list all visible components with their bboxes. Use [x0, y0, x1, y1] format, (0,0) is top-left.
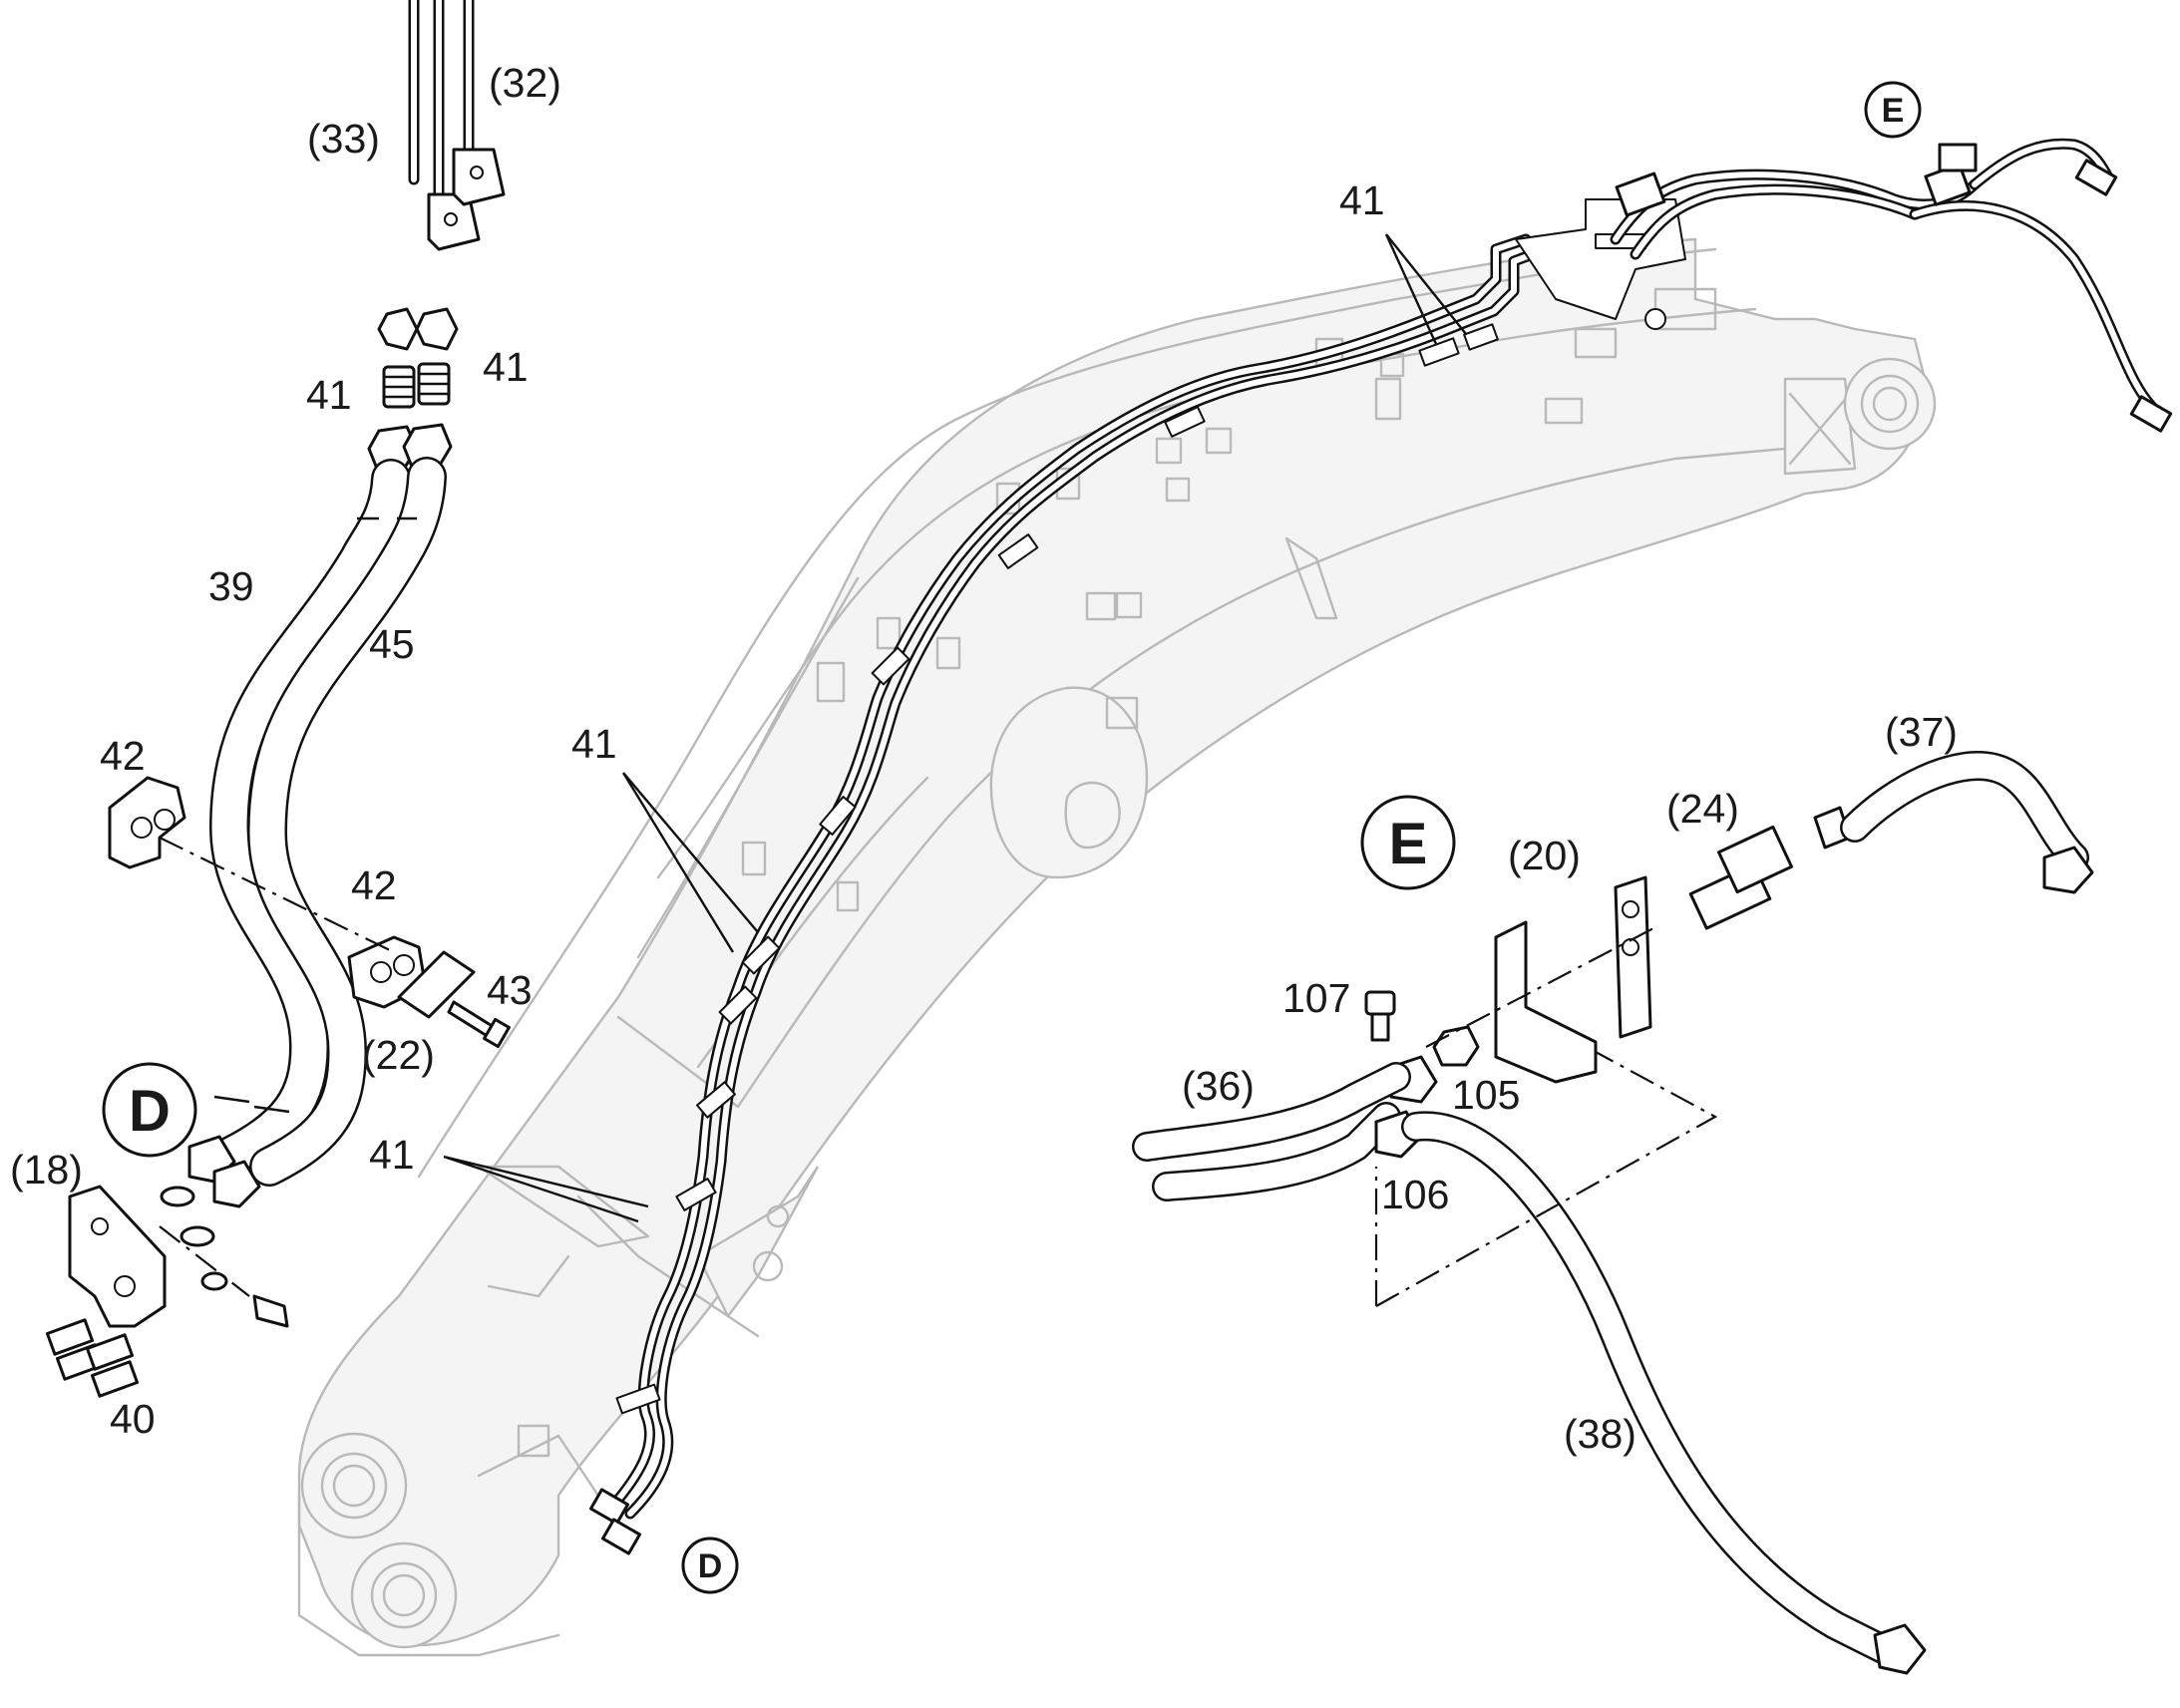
- callout-106: 106: [1381, 1172, 1449, 1217]
- leader-lines: [443, 233, 1467, 1223]
- callout-22: (22): [362, 1032, 435, 1078]
- top-right-hoses: [1610, 138, 2173, 433]
- callout-40: 40: [110, 1396, 156, 1442]
- callout-38: (38): [1564, 1411, 1636, 1457]
- callout-41-tube-left: 41: [306, 372, 352, 418]
- detail-d-parts: [45, 1185, 289, 1398]
- boom-structure: [297, 237, 1937, 1657]
- callout-24: (24): [1666, 786, 1739, 832]
- boom-hydraulic-tubes: [589, 198, 1686, 1555]
- clamp-parts: [108, 776, 511, 1049]
- detail-ref-e-top: E: [1882, 92, 1905, 130]
- callout-105: 105: [1452, 1072, 1520, 1118]
- callout-41-tube-right: 41: [483, 344, 529, 390]
- callout-107: 107: [1282, 975, 1350, 1021]
- detail-reference-markers: D D E E: [102, 81, 1922, 1594]
- callout-45: 45: [369, 621, 415, 667]
- callout-18: (18): [10, 1147, 83, 1193]
- detail-ref-e: E: [1389, 812, 1428, 876]
- callout-41-boom-low: 41: [369, 1132, 415, 1178]
- callout-42-top: 42: [100, 733, 146, 779]
- callout-32: (32): [489, 60, 561, 106]
- callout-43: 43: [487, 967, 533, 1013]
- callout-labels: (32) (33) 41 41 39 45 42 42 43 (22) (18)…: [10, 60, 1958, 1457]
- left-hose-assembly: [187, 0, 506, 1208]
- detail-e-parts: [1132, 751, 2094, 1675]
- callout-37: (37): [1885, 709, 1958, 755]
- detail-ref-d-boom: D: [698, 1547, 723, 1585]
- callout-39: 39: [208, 563, 254, 609]
- detail-ref-d: D: [129, 1079, 171, 1144]
- callout-41-boom-mid: 41: [571, 721, 617, 767]
- callout-36: (36): [1182, 1063, 1255, 1109]
- callout-41-boom-top: 41: [1339, 177, 1385, 223]
- callout-20: (20): [1508, 833, 1581, 878]
- callout-42-mid: 42: [351, 862, 397, 908]
- callout-33: (33): [307, 116, 380, 162]
